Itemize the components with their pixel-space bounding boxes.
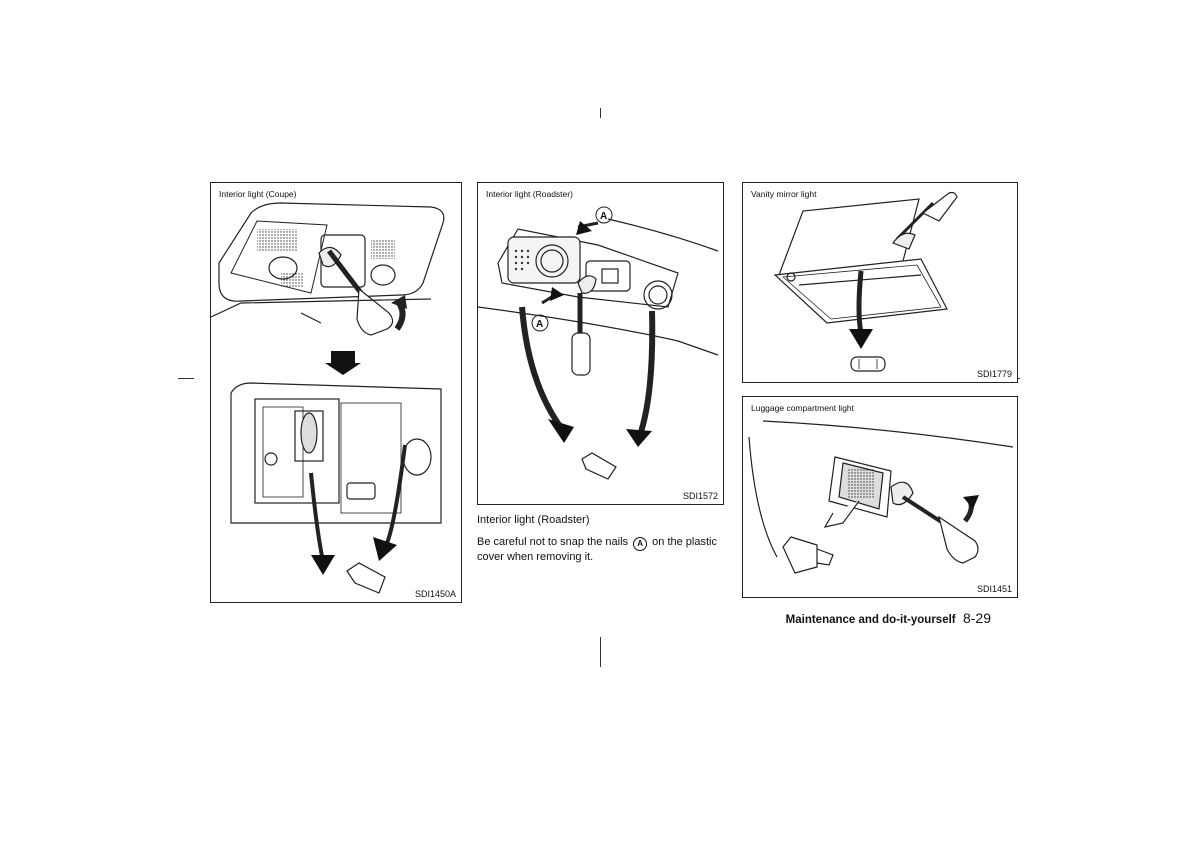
instruction-text: Interior light (Roadster) Be careful not… xyxy=(477,514,729,564)
callout-a-top: A xyxy=(600,211,607,222)
figure-caption: Vanity mirror light xyxy=(751,189,817,199)
page-number: 8-29 xyxy=(962,610,991,626)
figure-interior-light-coupe: Interior light (Coupe) SDI1450A xyxy=(210,182,462,603)
figure-caption: Luggage compartment light xyxy=(751,403,855,413)
callout-a-inline: A xyxy=(633,536,648,551)
callout-a-bottom: A xyxy=(536,319,543,330)
roadster-interior-light-illustration: A A xyxy=(478,206,719,480)
figure-interior-light-roadster: Interior light (Roadster) A A xyxy=(477,182,724,505)
fold-mark-bottom xyxy=(600,637,601,667)
figure-code: SDI1779 xyxy=(976,369,1012,379)
instruction-heading: Interior light (Roadster) xyxy=(477,514,590,526)
figure-code: SDI1450A xyxy=(414,589,456,599)
figure-vanity-mirror-light: Vanity mirror light SDI1779 xyxy=(742,182,1018,383)
coupe-interior-light-illustration xyxy=(211,202,445,594)
crop-mark-top xyxy=(600,108,601,118)
luggage-compartment-light-illustration xyxy=(748,420,1014,574)
section-title: Maintenance and do-it-yourself xyxy=(785,614,956,626)
instruction-body: Be careful not to snap the nails A on th… xyxy=(477,536,729,565)
figure-luggage-compartment-light: Luggage compartment light SDI1451 xyxy=(742,396,1018,598)
figure-code: SDI1451 xyxy=(976,584,1012,594)
body-text-before: Be careful not to snap the nails xyxy=(477,535,629,548)
figure-code: SDI1572 xyxy=(682,491,718,501)
body-text-after: on the plastic cover when removing it. xyxy=(477,535,717,563)
page-footer: Maintenance and do-it-yourself 8-29 xyxy=(786,610,991,626)
figure-caption: Interior light (Coupe) xyxy=(219,189,297,199)
crop-mark-left xyxy=(178,378,194,379)
vanity-mirror-light-illustration xyxy=(773,191,958,372)
figure-caption: Interior light (Roadster) xyxy=(486,189,573,199)
